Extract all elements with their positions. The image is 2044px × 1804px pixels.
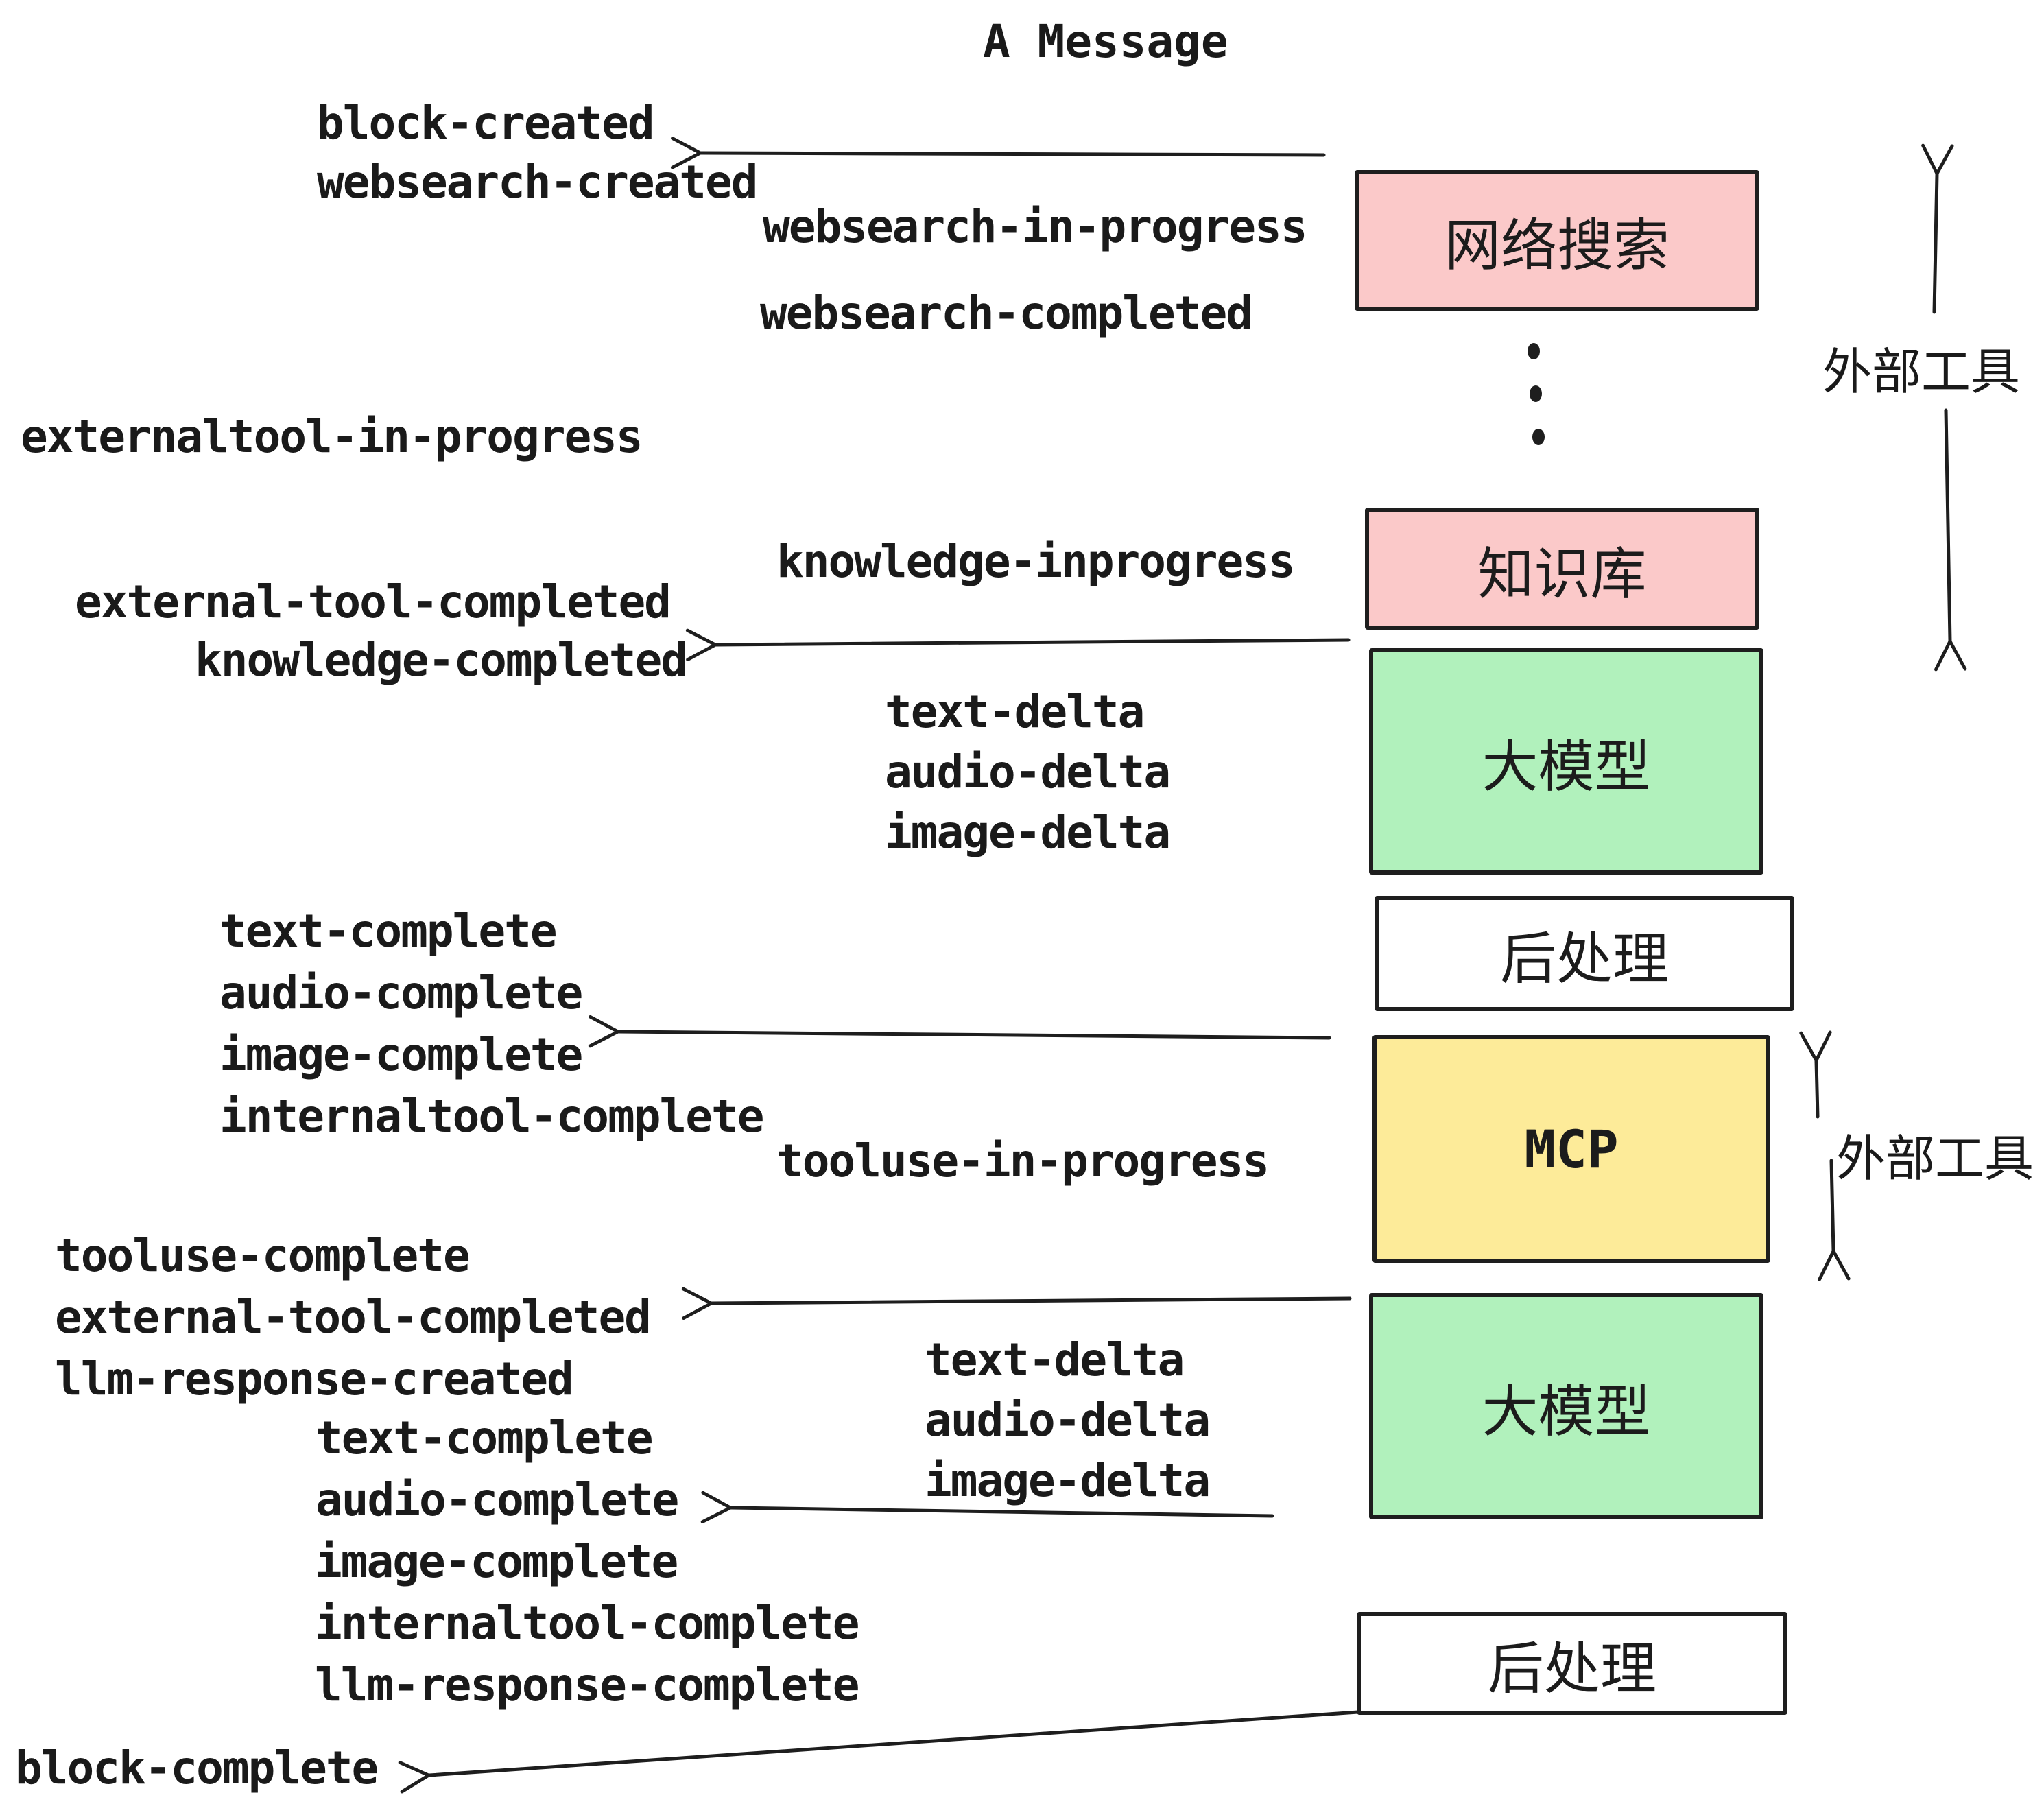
arrow-mcp-external-up — [1799, 1030, 1832, 1119]
event-label-knowledge-inprogress: knowledge-inprogress — [776, 535, 1296, 588]
arrow-knowledge-completed — [685, 628, 1351, 661]
arrow-mcp-external-down — [1818, 1159, 1851, 1281]
event-label-audio-complete: audio-complete — [219, 966, 583, 1019]
box-llm-2: 大模型 — [1369, 1293, 1763, 1519]
page-title: A Message — [983, 15, 1228, 68]
box-llm-1: 大模型 — [1369, 648, 1763, 875]
side-label-external-tools-2: 外部工具 — [1836, 1132, 2034, 1187]
event-label-internaltool-complete-2: internaltool-complete — [315, 1597, 859, 1650]
box-llm-2-label: 大模型 — [1482, 1380, 1651, 1443]
event-label-llm-response-complete: llm-response-complete — [315, 1659, 859, 1711]
side-label-external-tools-1: 外部工具 — [1822, 345, 2021, 400]
event-label-websearch-completed: websearch-completed — [760, 287, 1253, 340]
event-label-llm-response-created: llm-response-created — [55, 1353, 574, 1405]
event-label-audio-complete-2: audio-complete — [316, 1473, 679, 1526]
event-label-external-tool-completed-2: external-tool-completed — [55, 1291, 652, 1344]
event-label-block-complete: block-complete — [15, 1742, 379, 1794]
arrow-image-complete — [588, 1014, 1331, 1048]
event-label-externaltool-in-progress: externaltool-in-progress — [21, 410, 643, 463]
box-knowledge-label: 知识库 — [1477, 543, 1647, 606]
event-label-external-tool-completed: external-tool-completed — [75, 575, 672, 628]
event-label-tooluse-complete: tooluse-complete — [55, 1229, 471, 1282]
event-label-image-delta-2: image-delta — [925, 1454, 1211, 1507]
event-label-websearch-in-progress: websearch-in-progress — [763, 200, 1307, 253]
box-postprocess-1: 后处理 — [1375, 896, 1794, 1011]
event-label-audio-delta-2: audio-delta — [925, 1394, 1211, 1447]
box-knowledge: 知识库 — [1365, 508, 1759, 630]
arrow-block-complete — [398, 1710, 1360, 1794]
event-label-tooluse-in-progress: tooluse-in-progress — [776, 1135, 1270, 1187]
box-mcp-label: MCP — [1524, 1118, 1619, 1180]
box-postprocess-2-label: 后处理 — [1487, 1637, 1656, 1700]
box-postprocess-2: 后处理 — [1357, 1612, 1787, 1715]
event-label-websearch-created: websearch-created — [317, 156, 759, 209]
event-label-text-delta: text-delta — [885, 685, 1145, 738]
event-label-text-complete: text-complete — [219, 905, 558, 958]
arrow-audio-complete — [700, 1491, 1274, 1524]
event-label-text-complete-2: text-complete — [316, 1412, 654, 1464]
event-label-text-delta-2: text-delta — [925, 1333, 1185, 1386]
arrow-external-tools-up — [1921, 143, 1954, 314]
arrow-external-tools-down — [1934, 408, 1967, 672]
event-label-internaltool-complete: internaltool-complete — [219, 1090, 764, 1143]
event-label-image-complete: image-complete — [219, 1028, 583, 1081]
box-mcp: MCP — [1372, 1035, 1770, 1263]
box-llm-1-label: 大模型 — [1482, 735, 1651, 798]
box-websearch: 网络搜索 — [1355, 170, 1759, 311]
event-label-block-created: block-created — [317, 97, 655, 150]
box-postprocess-1-label: 后处理 — [1499, 927, 1669, 990]
event-label-image-complete-2: image-complete — [315, 1535, 678, 1588]
vertical-ellipsis — [1528, 343, 1545, 445]
box-websearch-label: 网络搜索 — [1444, 215, 1669, 277]
event-label-image-delta: image-delta — [885, 806, 1171, 859]
arrow-block-created — [670, 137, 1326, 169]
event-label-audio-delta: audio-delta — [885, 746, 1171, 798]
arrow-tooluse-complete — [681, 1287, 1352, 1320]
event-label-knowledge-completed: knowledge-completed — [195, 634, 688, 687]
